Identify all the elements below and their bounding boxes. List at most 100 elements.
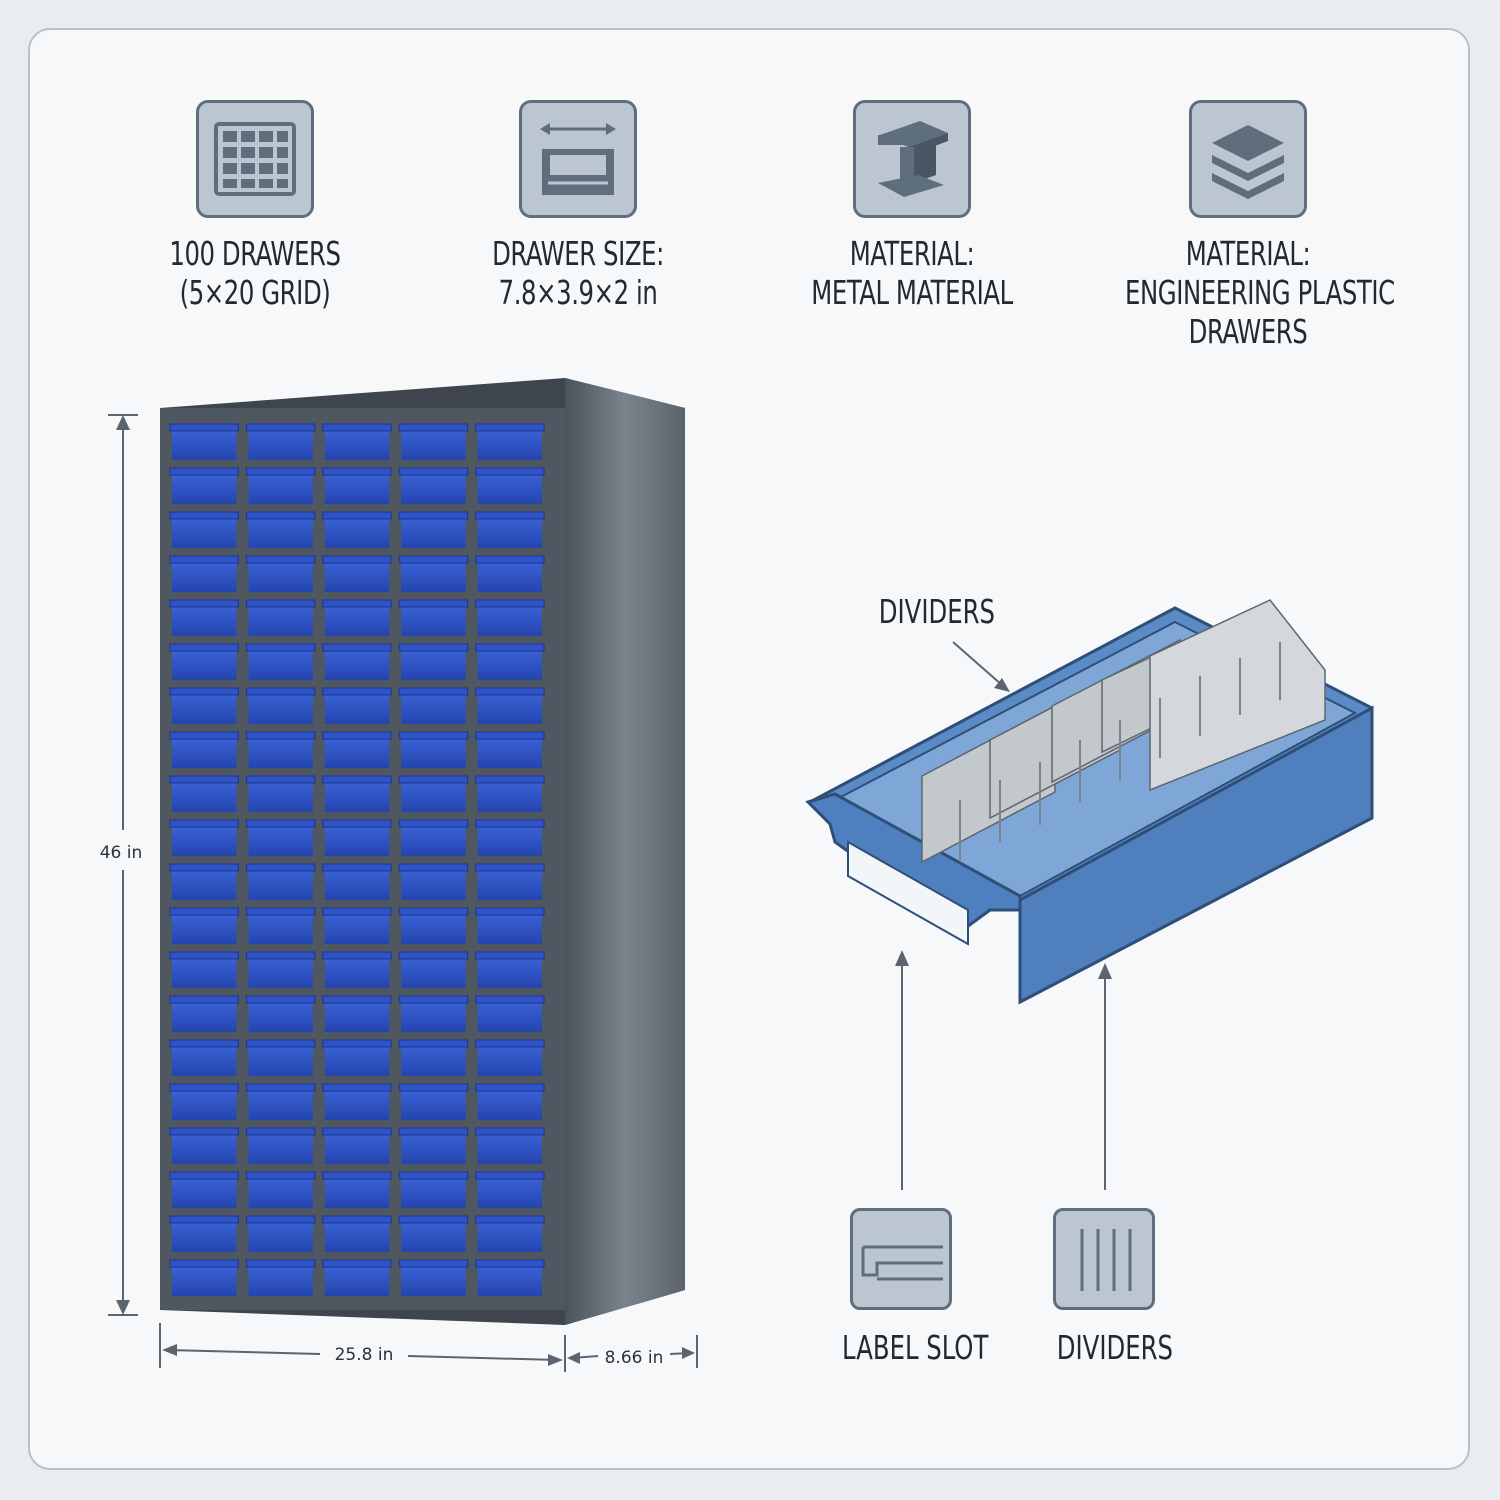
drawer-front <box>248 826 313 856</box>
height-label: 46 in <box>100 843 143 863</box>
drawer-handle-lip <box>322 731 392 740</box>
drawer-front <box>401 1090 466 1120</box>
drawer-front <box>324 1046 390 1076</box>
cabinet-drawer <box>169 819 239 856</box>
cabinet-drawer <box>322 643 392 680</box>
cabinet-drawer <box>245 1127 316 1164</box>
drawer-front <box>172 606 237 636</box>
drawer-handle-lip <box>169 1083 239 1092</box>
drawer-front <box>324 562 390 592</box>
drawer-handle-lip <box>169 555 239 564</box>
cabinet-drawer <box>169 511 239 548</box>
cabinet-drawer <box>398 643 469 680</box>
cabinet-drawer <box>245 1083 316 1120</box>
drawer-front <box>248 1046 313 1076</box>
cabinet-drawer <box>475 687 545 724</box>
cabinet-drawer <box>169 555 239 592</box>
cabinet-drawer <box>245 951 316 988</box>
drawer-front <box>324 1090 390 1120</box>
cabinet-drawer <box>245 819 316 856</box>
cabinet-drawer <box>398 423 469 460</box>
width-label: 25.8 in <box>335 1345 394 1365</box>
cabinet-drawer <box>322 555 392 592</box>
cabinet-drawer <box>169 731 239 768</box>
drawer-front <box>248 870 313 900</box>
drawer-handle-lip <box>245 1259 316 1268</box>
cabinet-drawer <box>398 1083 469 1120</box>
cabinet-drawer <box>398 863 469 900</box>
dividers-label: DIVIDERS <box>1056 1328 1174 1367</box>
drawer-handle-lip <box>322 1083 392 1092</box>
cabinet-drawer <box>398 511 469 548</box>
drawer-front <box>248 1266 313 1296</box>
cabinet-drawer <box>245 1171 316 1208</box>
drawer-handle-lip <box>245 423 316 432</box>
drawer-front <box>401 650 466 680</box>
drawer-handle-lip <box>398 1039 469 1048</box>
cabinet-drawer <box>398 1039 469 1076</box>
cabinet-drawer <box>322 775 392 812</box>
drawer-front <box>401 1266 466 1296</box>
drawer-handle-lip <box>398 819 469 828</box>
drawer-handle-lip <box>398 1171 469 1180</box>
cabinet-illustration: 46 in 25.8 in 8.66 in <box>100 378 698 1372</box>
drawer-front <box>324 1002 390 1032</box>
tray-side <box>1018 705 1374 1005</box>
drawer-front <box>248 562 313 592</box>
feature-metal: MATERIAL: METAL MATERIAL <box>762 100 1062 312</box>
drawer-handle-lip <box>398 687 469 696</box>
cabinet-drawer <box>169 1083 239 1120</box>
drawer-front <box>248 430 313 460</box>
drawer-front <box>401 914 466 944</box>
drawer-handle-lip <box>322 423 392 432</box>
drawer-front <box>172 1178 237 1208</box>
drawer-front <box>401 430 466 460</box>
drawer-front <box>248 1090 313 1120</box>
drawer-handle-lip <box>322 687 392 696</box>
cabinet-drawer <box>245 555 316 592</box>
drawer-detail-illustration <box>805 599 1374 1005</box>
drawer-handle-lip <box>475 555 545 564</box>
drawer-front <box>477 474 542 504</box>
drawer-handle-lip <box>245 907 316 916</box>
cabinet-drawer <box>475 1171 545 1208</box>
tray-divider-slots <box>959 642 1281 860</box>
cabinet-drawer <box>322 863 392 900</box>
cabinet-drawer <box>245 1215 316 1252</box>
cabinet-drawer <box>169 467 239 504</box>
cabinet-drawer <box>398 995 469 1032</box>
drawer-handle-lip <box>398 643 469 652</box>
drawer-front <box>248 1178 313 1208</box>
drawer-handle-lip <box>169 643 239 652</box>
drawer-handle-lip <box>169 863 239 872</box>
drawer-handle-lip <box>245 687 316 696</box>
cabinet-drawer <box>398 1259 469 1296</box>
drawer-front <box>248 1002 313 1032</box>
drawer-handle-lip <box>169 1215 239 1224</box>
cabinet-drawer <box>169 1127 239 1164</box>
cabinet-drawer <box>475 951 545 988</box>
cabinet-drawer <box>475 555 545 592</box>
drawer-handle-lip <box>475 731 545 740</box>
drawer-front <box>477 430 542 460</box>
drawer-front <box>248 694 313 724</box>
cabinet-drawer <box>245 687 316 724</box>
cabinet-drawer <box>475 1039 545 1076</box>
drawer-handle-lip <box>475 1083 545 1092</box>
drawer-front <box>324 958 390 988</box>
drawer-front <box>248 474 313 504</box>
drawer-handle-lip <box>169 731 239 740</box>
drawer-handle-lip <box>322 995 392 1004</box>
drawer-handle-lip <box>245 1171 316 1180</box>
cabinet-drawer <box>322 599 392 636</box>
drawer-front <box>172 474 237 504</box>
drawer-handle-lip <box>475 1127 545 1136</box>
layers-icon <box>1189 100 1307 218</box>
drawer-handle-lip <box>322 1215 392 1224</box>
feature-drawer-size: DRAWER SIZE: 7.8×3.9×2 in <box>428 100 728 312</box>
drawer-handle-lip <box>475 1259 545 1268</box>
drawer-front <box>477 1090 542 1120</box>
drawer-handle-lip <box>245 511 316 520</box>
cabinet-drawer <box>398 467 469 504</box>
drawer-handle-lip <box>398 511 469 520</box>
